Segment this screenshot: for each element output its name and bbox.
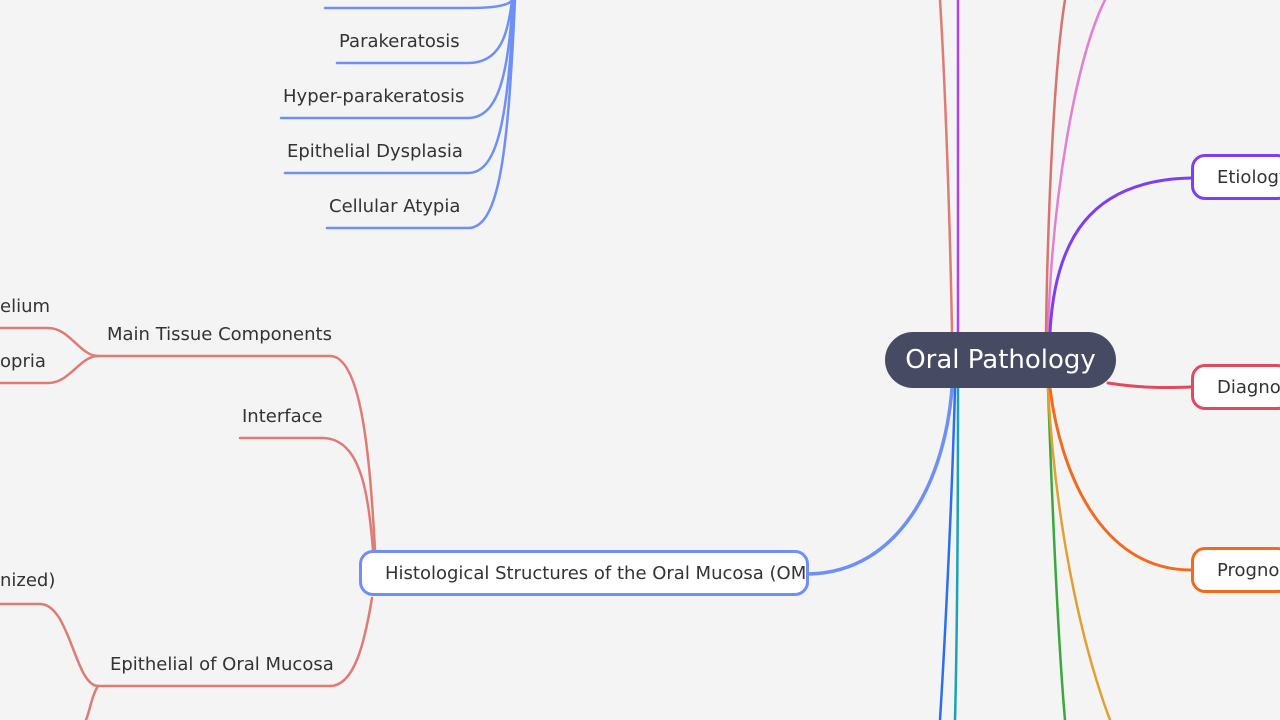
- edge-epithelial-lower: [84, 684, 100, 720]
- node-etiology-label: Etiology: [1217, 166, 1280, 188]
- edge-root-prognosis: [1048, 386, 1193, 572]
- node-etiology[interactable]: Etiology: [1191, 154, 1280, 200]
- term-cellular-atypia[interactable]: Cellular Atypia: [329, 196, 461, 217]
- edge-main-tissue-elium: [0, 326, 100, 358]
- trunk-line-green: [1046, 386, 1067, 720]
- edge-histology-main-tissue: [328, 354, 377, 552]
- node-nized[interactable]: nized): [0, 570, 56, 591]
- edge-root-diagnosis: [1106, 381, 1193, 390]
- trunk-line-blue: [938, 386, 957, 720]
- root-node[interactable]: Oral Pathology: [885, 332, 1116, 388]
- trunk-line-teal: [953, 386, 960, 720]
- node-prognosis-label: Prognos: [1217, 559, 1280, 581]
- node-diagnosis-label: Diagnos: [1217, 376, 1280, 398]
- trunk-line-amber: [1046, 386, 1112, 720]
- term-hyper-parakeratosis[interactable]: Hyper-parakeratosis: [283, 86, 465, 107]
- term-epithelial-dysplasia[interactable]: Epithelial Dysplasia: [287, 141, 463, 162]
- edge-term-hyper: [279, 0, 515, 120]
- node-diagnosis[interactable]: Diagnos: [1191, 364, 1280, 410]
- edge-root-histology: [807, 386, 954, 576]
- edge-term-atypia: [325, 0, 517, 230]
- edge-main-tissue-opria: [0, 354, 100, 385]
- edge-histology-epithelial: [328, 596, 374, 688]
- node-interface[interactable]: Interface: [242, 406, 323, 427]
- edge-histology-interface: [320, 436, 375, 552]
- term-parakeratosis[interactable]: Parakeratosis: [339, 31, 460, 52]
- edge-term-parakeratosis: [335, 0, 514, 65]
- node-prognosis[interactable]: Prognos: [1191, 547, 1280, 593]
- edge-root-etiology: [1048, 176, 1193, 334]
- trunk-line-salmon: [938, 0, 954, 334]
- node-epithelial-of-oral-mucosa[interactable]: Epithelial of Oral Mucosa: [110, 654, 334, 675]
- edge-epithelial-nized: [0, 602, 100, 688]
- trunk-line-rose: [1044, 0, 1067, 334]
- edge-term-dysplasia: [283, 0, 516, 175]
- node-histological-structures[interactable]: Histological Structures of the Oral Muco…: [359, 550, 809, 596]
- node-main-tissue-components[interactable]: Main Tissue Components: [107, 324, 332, 345]
- node-opria[interactable]: opria: [0, 351, 46, 372]
- edge-term-top: [323, 0, 514, 10]
- node-elium[interactable]: elium: [0, 296, 51, 317]
- node-histological-structures-label: Histological Structures of the Oral Muco…: [385, 562, 809, 584]
- root-node-label: Oral Pathology: [905, 345, 1096, 375]
- trunk-line-pink: [1046, 0, 1107, 334]
